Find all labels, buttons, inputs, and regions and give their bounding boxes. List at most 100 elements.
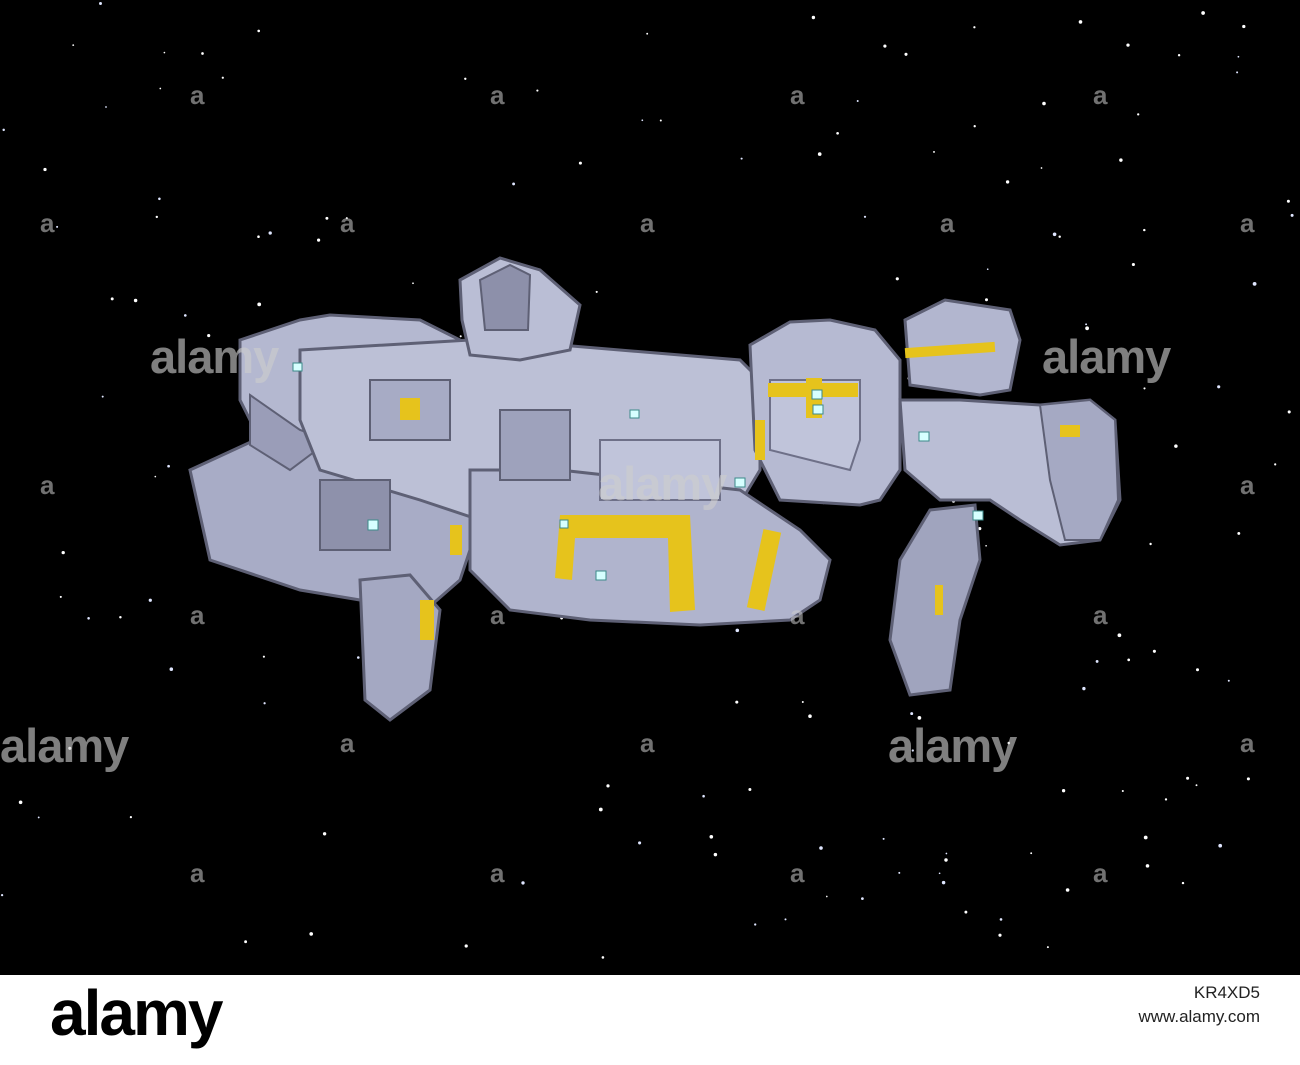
- space-scene: alamy alamy alamy alamy alamy a a a a a …: [0, 0, 1300, 975]
- star: [836, 131, 839, 135]
- watermark-mark: a: [1093, 600, 1108, 630]
- star: [345, 217, 348, 220]
- star: [882, 837, 885, 840]
- star: [1237, 55, 1240, 58]
- star: [1095, 659, 1099, 663]
- star: [911, 749, 914, 752]
- star: [941, 880, 946, 885]
- star: [155, 215, 158, 219]
- stock-photo-footer: alamy KR4XD5 www.alamy.com: [0, 975, 1300, 1065]
- star: [1195, 668, 1200, 672]
- star: [1005, 180, 1010, 184]
- star: [244, 940, 248, 944]
- star: [158, 197, 161, 201]
- star: [464, 944, 468, 948]
- star: [985, 544, 987, 547]
- star: [1164, 798, 1168, 801]
- watermark-mark: a: [490, 600, 505, 630]
- hull-front: [748, 298, 1122, 697]
- star: [1287, 410, 1291, 414]
- star: [43, 167, 47, 172]
- star: [1195, 784, 1198, 787]
- star: [68, 746, 72, 750]
- star: [1078, 20, 1083, 24]
- star: [1065, 888, 1070, 892]
- star: [808, 714, 812, 718]
- watermark-mark: a: [190, 600, 205, 630]
- star: [1119, 158, 1123, 162]
- star: [702, 794, 705, 798]
- star: [1040, 167, 1043, 169]
- star: [268, 231, 272, 235]
- star: [183, 314, 187, 317]
- watermark-mark: a: [1240, 470, 1255, 500]
- star: [1174, 444, 1178, 448]
- star: [938, 872, 941, 875]
- star: [119, 615, 122, 619]
- watermark-mark: a: [190, 80, 205, 110]
- star: [986, 268, 989, 271]
- star: [1237, 531, 1241, 535]
- star: [1290, 213, 1294, 217]
- watermark-text: alamy: [888, 719, 1017, 772]
- star: [978, 527, 982, 531]
- star: [945, 852, 948, 855]
- star: [257, 29, 261, 33]
- star: [309, 932, 314, 936]
- star: [129, 816, 132, 819]
- star: [1058, 235, 1061, 238]
- star: [87, 617, 90, 620]
- star: [1046, 946, 1049, 949]
- watermark-mark: a: [790, 80, 805, 110]
- watermark-text: alamy: [598, 457, 727, 510]
- star: [817, 152, 822, 156]
- star: [512, 182, 516, 186]
- watermark-mark: a: [790, 858, 805, 888]
- star: [322, 832, 327, 836]
- star: [638, 841, 642, 845]
- star: [1217, 385, 1221, 389]
- star: [1218, 843, 1223, 848]
- star: [895, 277, 899, 281]
- star: [1242, 24, 1246, 29]
- star: [784, 918, 787, 921]
- star: [740, 157, 743, 160]
- spaceship-illustration: [188, 256, 1122, 722]
- star: [133, 298, 138, 303]
- star: [207, 334, 211, 338]
- star: [154, 475, 157, 478]
- star: [1131, 262, 1135, 267]
- star: [659, 119, 662, 122]
- star: [944, 858, 948, 862]
- watermark-mark: a: [640, 728, 655, 758]
- star: [641, 119, 644, 122]
- star: [536, 89, 539, 92]
- star: [169, 667, 174, 671]
- star: [1121, 789, 1124, 793]
- star: [973, 125, 976, 128]
- star: [904, 52, 908, 56]
- star: [825, 895, 828, 898]
- watermark-mark: a: [40, 470, 55, 500]
- star: [257, 235, 260, 238]
- star: [0, 893, 4, 897]
- star: [356, 656, 360, 659]
- star: [521, 881, 525, 885]
- star: [1082, 686, 1086, 691]
- star: [709, 834, 714, 839]
- star: [101, 395, 104, 398]
- watermark-mark: a: [340, 728, 355, 758]
- watermark-mark: a: [340, 208, 355, 238]
- watermark-mark: a: [640, 208, 655, 238]
- star: [1149, 542, 1152, 546]
- star: [863, 215, 867, 218]
- star: [1052, 232, 1057, 237]
- star: [819, 846, 823, 850]
- star: [595, 290, 598, 293]
- star: [646, 32, 649, 35]
- star: [1137, 113, 1140, 116]
- star: [883, 44, 887, 48]
- star: [606, 784, 610, 788]
- star: [801, 701, 804, 703]
- star: [1274, 463, 1277, 466]
